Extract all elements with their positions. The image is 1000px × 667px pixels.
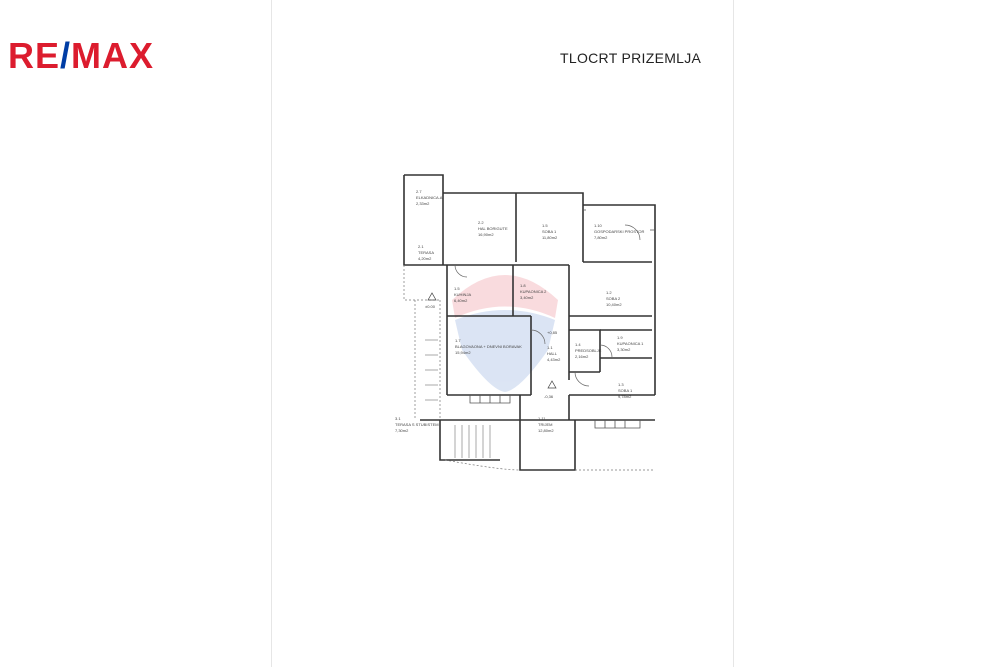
room-area: 9,78m2: [618, 394, 632, 399]
room-area: 15,94m2: [455, 350, 471, 355]
room-number: 2.2: [478, 220, 484, 225]
room-name: ELKADNICA.A: [416, 195, 443, 200]
room-name: KUPAONICA 1: [617, 341, 644, 346]
room-name: TERASA S STUBISTEM: [395, 422, 439, 427]
level-left: ±0.00: [425, 304, 436, 309]
room-number: 1.2: [606, 290, 612, 295]
scan-sheet-left-edge: [271, 0, 272, 667]
stairs: [425, 339, 491, 458]
room-number: 2.1: [418, 244, 424, 249]
level-hall: -0,36: [544, 394, 554, 399]
room-area: 3,30m2: [617, 347, 631, 352]
room-number: 2.7: [416, 189, 422, 194]
room-labels: 2.7 ELKADNICA.A 2,33m2 2.2 HAL BORIGUTE …: [395, 189, 644, 433]
room-number: 1.5: [542, 223, 548, 228]
room-area: 7,80m2: [594, 235, 608, 240]
room-number: 1.8: [520, 283, 526, 288]
room-name: SOBA 1: [618, 388, 633, 393]
remax-watermark: [452, 275, 558, 392]
room-number: 1.7: [455, 338, 461, 343]
level-right: +0,85: [547, 330, 558, 335]
level-markers: [427, 292, 557, 389]
remax-logo: RE/MAX: [8, 35, 155, 76]
room-name: GOSPODARSKI PROSTOR: [594, 229, 644, 234]
room-area: 16,90m2: [478, 232, 494, 237]
room-number: 1.11: [538, 416, 546, 421]
floor-plan-title: TLOCRT PRIZEMLJA: [560, 50, 702, 66]
room-number: 1.9: [617, 335, 623, 340]
room-area: 7,30m2: [395, 428, 409, 433]
windows: [469, 209, 655, 429]
room-area: 10,40m2: [606, 302, 622, 307]
room-name: TERASA: [418, 250, 434, 255]
scan-sheet-right-edge: [733, 0, 734, 667]
room-area: 11,80m2: [542, 235, 558, 240]
room-number: 3.1: [395, 416, 401, 421]
room-name: KUHINJA: [454, 292, 471, 297]
room-name: TRIJEM: [538, 422, 552, 427]
room-area: 6,40m2: [454, 298, 468, 303]
room-number: 1.10: [594, 223, 603, 228]
room-area: 4,20m2: [418, 256, 432, 261]
room-name: PREDSOBLJE: [575, 348, 602, 353]
door-swings: [454, 224, 641, 387]
room-number: 1.1: [547, 345, 553, 350]
room-number: 1.3: [618, 382, 624, 387]
room-name: HAL BORIGUTE: [478, 226, 508, 231]
room-name: HALL: [547, 351, 558, 356]
room-area: 4,43m2: [547, 357, 561, 362]
room-area: 2,16m2: [575, 354, 589, 359]
room-number: 1.5: [454, 286, 460, 291]
room-name: SOBA 2: [606, 296, 621, 301]
room-number: 1.4: [575, 342, 581, 347]
room-area: 3,40m2: [520, 295, 534, 300]
room-name: KUPAONICA 2: [520, 289, 547, 294]
room-area: 12,80m2: [538, 428, 554, 433]
terrace-outline: [403, 265, 655, 471]
room-area: 2,33m2: [416, 201, 430, 206]
room-name: SOBA 1: [542, 229, 557, 234]
room-name: BLAGOVAONA + DNEVNI BORAVAK: [455, 344, 522, 349]
